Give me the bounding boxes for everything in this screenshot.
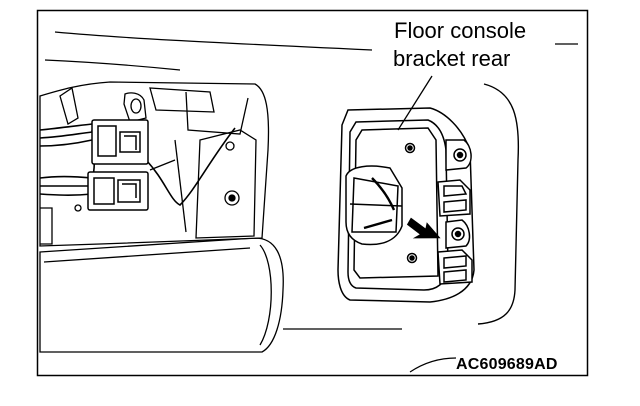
direction-arrow — [406, 217, 441, 239]
console-panel-outline — [477, 83, 520, 325]
reference-leader — [409, 357, 457, 373]
callout-leader-line — [397, 75, 433, 131]
floor-console-bracket-rear — [337, 107, 475, 303]
callout-label-line2: bracket rear — [393, 46, 511, 71]
trim-lines — [44, 31, 578, 330]
connector-upper — [91, 119, 149, 165]
reference-code: AC609689AD — [456, 356, 558, 373]
callout-label-line1: Floor console — [394, 18, 527, 43]
console-body-left — [39, 81, 284, 353]
connector-lower — [87, 171, 149, 211]
